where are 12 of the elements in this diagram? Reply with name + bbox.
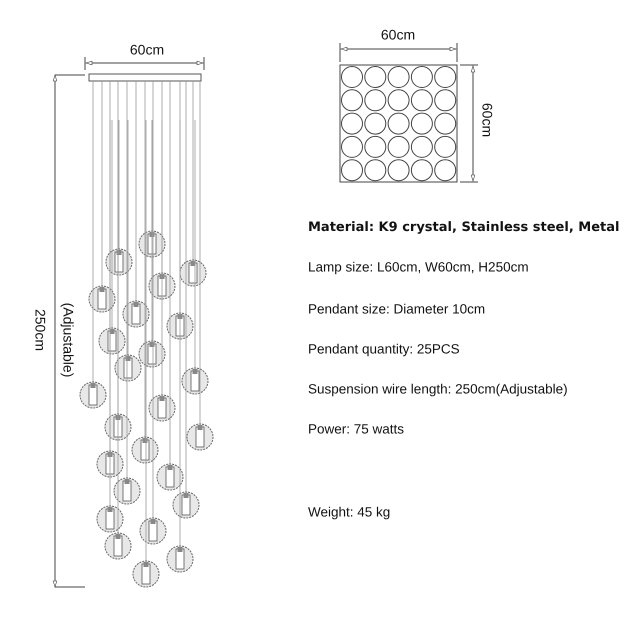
spec-text: Pendant size: Diameter 10cm xyxy=(308,302,486,318)
dimension-label: 60cm xyxy=(479,102,495,138)
spec-text: Lamp size: L60cm, W60cm, H250cm xyxy=(308,260,529,276)
spec-text: Pendant quantity: 25PCS xyxy=(308,342,460,358)
dimension-label: 250cm xyxy=(32,308,48,352)
spec-text: Material: K9 crystal, Stainless steel, Metal xyxy=(308,220,620,236)
dimension-label: 60cm xyxy=(130,42,164,58)
dimension-note: (Adjustable) xyxy=(60,302,76,378)
spec-text: Weight: 45 kg xyxy=(308,506,390,520)
spec-text: Power: 75 watts xyxy=(308,422,404,438)
dimension-label: 60cm xyxy=(380,27,416,43)
spec-text: Suspension wire length: 250cm(Adjustable) xyxy=(308,382,568,398)
